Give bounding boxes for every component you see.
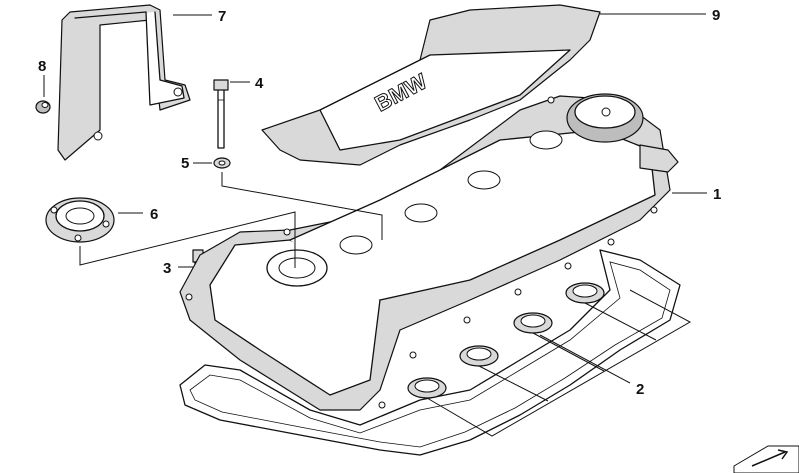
bracket-part-7[interactable] <box>57 4 191 161</box>
stud-part-4[interactable] <box>213 79 229 149</box>
nut-part-8[interactable] <box>35 100 51 114</box>
engine-cover-part-9[interactable]: BMW <box>261 4 601 166</box>
callout-4: 4 <box>255 75 264 92</box>
callout-labels: 7 9 1 4 5 6 3 8 2 <box>38 7 721 398</box>
washer-part-5[interactable] <box>213 157 231 169</box>
valve-cover-part-1[interactable] <box>179 93 679 411</box>
seal-ring-part-2-a[interactable] <box>407 377 447 399</box>
callout-5: 5 <box>181 155 189 172</box>
seal-ring-part-2-c[interactable] <box>513 312 553 334</box>
callout-1: 1 <box>713 186 721 203</box>
seal-ring-part-2-b[interactable] <box>459 345 499 367</box>
oil-cap-part-6[interactable] <box>45 197 115 243</box>
callout-6: 6 <box>150 206 158 223</box>
callout-2: 2 <box>636 381 644 398</box>
callout-7: 7 <box>218 8 226 25</box>
callout-8: 8 <box>38 58 46 75</box>
corner-arrow-icon[interactable] <box>733 445 799 473</box>
callout-9: 9 <box>712 7 720 24</box>
gasket[interactable] <box>179 249 681 456</box>
seal-ring-part-2-d[interactable] <box>565 282 605 304</box>
leader-lines <box>43 13 707 437</box>
callout-3: 3 <box>163 260 171 277</box>
